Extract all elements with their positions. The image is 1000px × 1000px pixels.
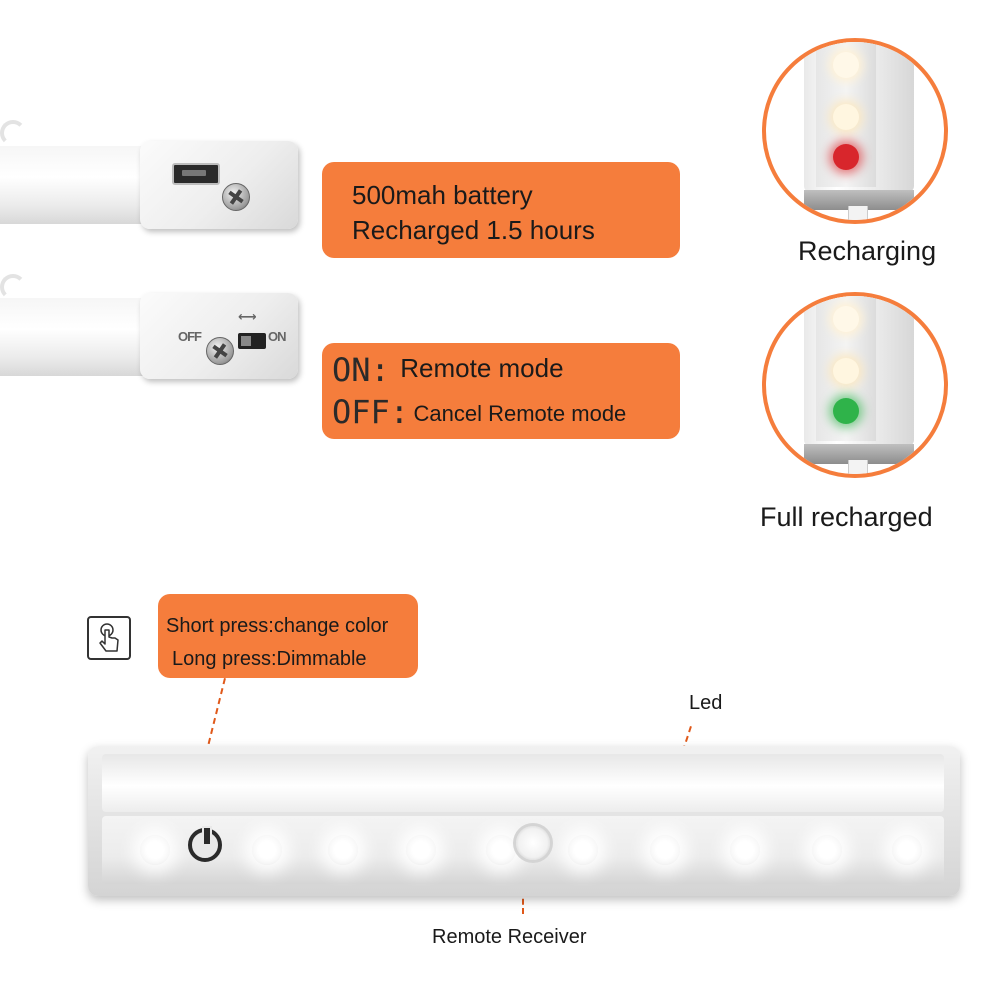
recharging-label: Recharging (798, 236, 937, 266)
inset-cap (804, 190, 914, 210)
power-button-icon[interactable] (188, 826, 222, 862)
full-recharged-label: Full recharged (760, 502, 933, 532)
off-label: OFF: (332, 393, 410, 431)
inset-led-top (833, 306, 859, 332)
hanging-hook (0, 120, 26, 146)
led-bulb (812, 835, 842, 865)
long-press-text: Long press:Dimmable (172, 648, 367, 670)
switch-off-marking: OFF (178, 329, 202, 344)
inset-led-top (833, 52, 859, 78)
on-label: ON: (332, 351, 390, 389)
led-bulb (406, 835, 436, 865)
led-bulb (486, 835, 516, 865)
short-press-text: Short press:change color (166, 615, 389, 637)
recharging-inset (762, 38, 948, 224)
led-bulb (650, 835, 680, 865)
battery-capacity-text: 500mah battery (352, 180, 533, 210)
led-bulb (568, 835, 598, 865)
switch-endcap: OFF ⟷ ON (140, 293, 298, 379)
hanging-hook (0, 274, 26, 300)
bar-top-face (102, 754, 944, 812)
led-bulb (328, 835, 358, 865)
led-bulb (892, 835, 922, 865)
on-mode-row: ON: Remote mode (332, 351, 564, 389)
off-mode-text: Cancel Remote mode (413, 401, 627, 426)
full-indicator-led (833, 398, 859, 424)
inset-led-mid (833, 358, 859, 384)
led-bulb (730, 835, 760, 865)
screw-icon (222, 183, 250, 211)
inset-led-mid (833, 104, 859, 130)
switch-on-marking: ON (268, 329, 286, 344)
switch-arrow-icon: ⟷ (238, 309, 257, 324)
led-label: Led (689, 692, 723, 714)
usb-endcap (140, 141, 298, 229)
on-mode-text: Remote mode (400, 353, 564, 383)
inset-cable (848, 206, 868, 220)
touch-press-icon (87, 616, 131, 660)
battery-info-box: 500mah battery Recharged 1.5 hours (322, 162, 680, 258)
switch-info-box: ON: Remote mode OFF: Cancel Remote mode (322, 343, 680, 439)
off-mode-row: OFF: Cancel Remote mode (332, 393, 626, 431)
led-light-bar (88, 746, 960, 896)
screw-icon (206, 337, 234, 365)
inset-cable (848, 460, 868, 474)
mode-switch[interactable] (238, 333, 266, 349)
button-info-box: Short press:change color Long press:Dimm… (158, 594, 418, 678)
recharge-time-text: Recharged 1.5 hours (352, 215, 595, 245)
full-recharged-inset (762, 292, 948, 478)
inset-cap (804, 444, 914, 464)
charging-indicator-led (833, 144, 859, 170)
usb-port-icon (172, 163, 220, 185)
remote-receiver-label: Remote Receiver (432, 926, 587, 948)
led-bulb (252, 835, 282, 865)
led-bulb (140, 835, 170, 865)
remote-receiver (516, 826, 550, 860)
